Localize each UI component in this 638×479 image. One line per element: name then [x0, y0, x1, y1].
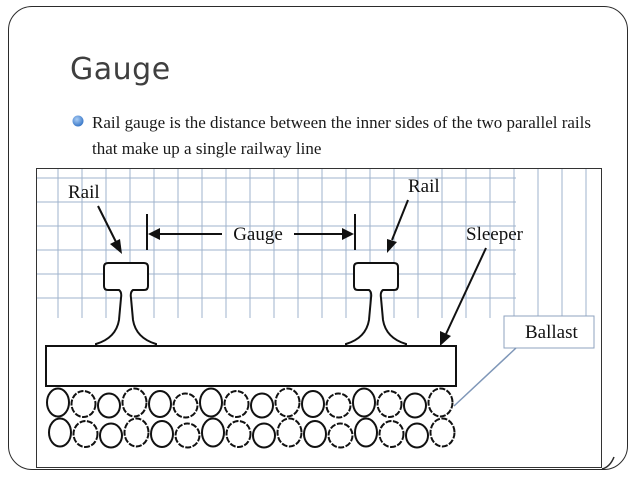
rail-right-label: Rail — [408, 176, 440, 197]
rail-left-pointer — [97, 205, 117, 243]
sleeper — [45, 345, 457, 387]
rail-right-pointer-head — [387, 239, 397, 253]
ballast-stone — [150, 420, 174, 448]
ballast-stone — [276, 417, 303, 448]
sleeper-label: Sleeper — [466, 224, 524, 245]
ballast-stone — [148, 390, 172, 418]
ballast-stone — [46, 387, 70, 418]
ballast-stone — [121, 387, 148, 418]
gauge-arrowhead-left — [148, 228, 160, 240]
ballast-stone — [327, 422, 354, 449]
sleeper-pointer-head — [440, 331, 451, 346]
bullet-item: Rail gauge is the distance between the i… — [72, 110, 602, 162]
ballast-stone — [223, 390, 250, 418]
ballast-stone — [225, 420, 252, 448]
ballast-stone — [376, 390, 403, 418]
rail-left-pointer-head — [110, 239, 122, 254]
rail-left-label: Rail — [68, 182, 100, 203]
ballast-stone — [174, 422, 201, 449]
bullet-text: Rail gauge is the distance between the i… — [92, 113, 591, 158]
bullet-dot-icon — [72, 115, 84, 127]
ballast-stone — [405, 422, 429, 449]
gauge-arrowhead-right — [342, 228, 354, 240]
sleeper-pointer — [445, 247, 487, 335]
slide-title: Gauge — [70, 52, 171, 87]
gauge-label: Gauge — [233, 224, 283, 245]
rail-gauge-diagram: Gauge Rail Rail Sleeper Ballast — [36, 168, 602, 468]
ballast-stone — [354, 417, 378, 448]
ballast-callout-line — [453, 347, 517, 407]
page-curl-icon — [601, 456, 615, 470]
ballast-label-box — [503, 315, 595, 349]
ballast-stone — [252, 422, 276, 449]
ballast-stone — [403, 392, 427, 419]
ballast-label: Ballast — [525, 322, 578, 343]
ballast-stone — [378, 420, 405, 448]
ballast-stone — [199, 387, 223, 418]
ballast-stone — [97, 392, 121, 419]
ballast-stones — [46, 387, 456, 449]
ballast-stone — [427, 387, 454, 418]
ballast-stone — [303, 420, 327, 448]
rail-right-pointer — [391, 199, 409, 241]
ballast-stone — [274, 387, 301, 418]
ballast-stone — [123, 417, 150, 448]
ballast-stone — [429, 417, 456, 448]
rail-right-shape — [345, 262, 407, 347]
ballast-stone — [48, 417, 72, 448]
rail-left-shape — [95, 262, 157, 347]
ballast-stone — [72, 420, 99, 448]
ballast-stone — [352, 387, 376, 418]
ballast-stone — [172, 392, 199, 419]
ballast-stone — [250, 392, 274, 419]
ballast-stone — [301, 390, 325, 418]
ballast-stone — [99, 422, 123, 449]
ballast-stone — [325, 392, 352, 419]
diagram-canvas: Gauge Rail Rail Sleeper Ballast — [36, 168, 602, 468]
ballast-stone — [70, 390, 97, 418]
ballast-stone — [201, 417, 225, 448]
